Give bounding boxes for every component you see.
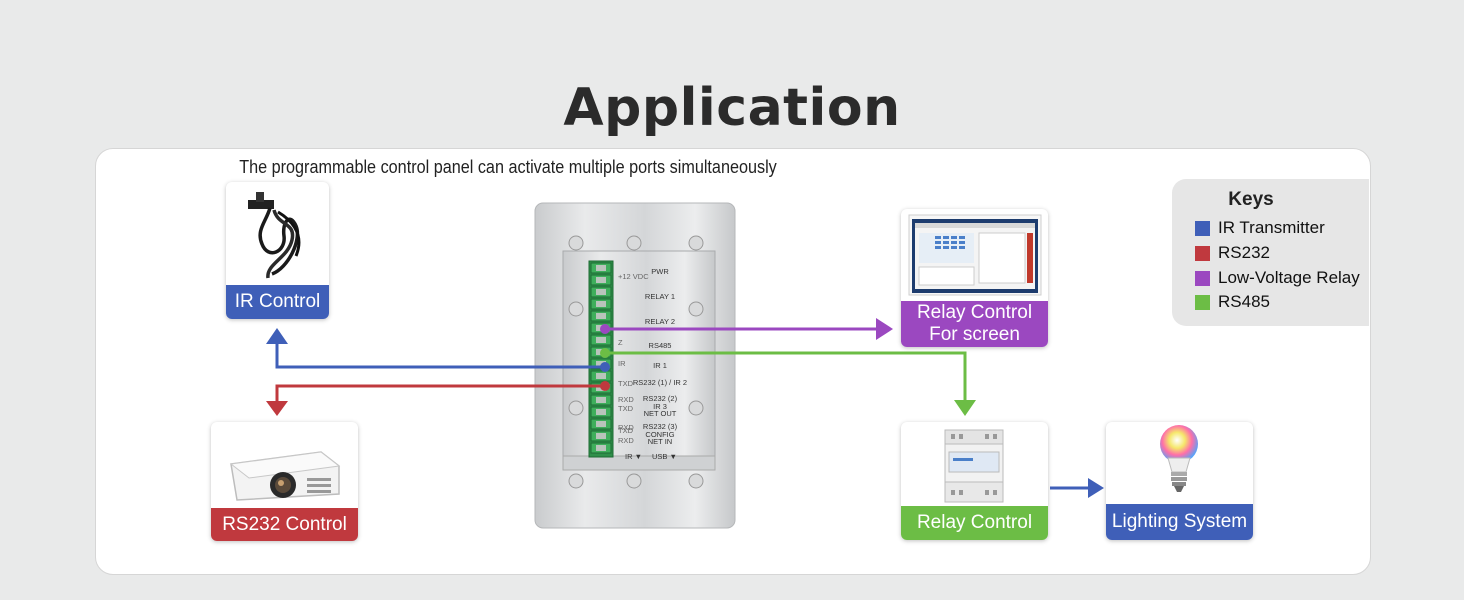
relay-to-lighting-arrowhead <box>1088 478 1104 498</box>
terminal-screw <box>596 289 606 295</box>
screw <box>568 301 584 317</box>
key-swatch <box>1195 220 1210 236</box>
terminal-screw <box>596 373 606 379</box>
key-label: Low-Voltage Relay <box>1218 268 1360 287</box>
key-item-relay: Low-Voltage Relay <box>1195 268 1360 288</box>
panel-pin-label: TXD <box>618 426 634 435</box>
key-label: RS485 <box>1218 292 1270 311</box>
panel-port-label: CONFIG <box>645 430 674 439</box>
panel-pin-label: +12 VDC <box>618 272 649 281</box>
panel-pin-label: TXD <box>618 379 634 388</box>
rs232-port-dot <box>600 381 610 391</box>
lighting-system-label: Lighting System <box>1106 504 1253 540</box>
ir-port-dot <box>600 362 610 372</box>
screw <box>688 473 704 489</box>
terminal-screw <box>596 421 606 427</box>
screw <box>688 235 704 251</box>
rs232-control-node: RS232 Control <box>211 422 358 541</box>
relay-arrowhead <box>876 318 893 340</box>
terminal-screw <box>596 445 606 451</box>
panel-port-label: PWR <box>651 267 669 276</box>
ir-emitter-cable-icon <box>248 192 301 279</box>
screen-icon <box>908 214 1042 296</box>
relay-screen-node: Relay Control For screen <box>901 209 1048 347</box>
terminal-screw <box>596 397 606 403</box>
light-bulb-icon <box>1160 425 1198 492</box>
panel-pin-label: TXD <box>618 404 634 413</box>
panel-port-label: RS485 <box>649 341 672 350</box>
terminal-screw <box>596 301 606 307</box>
terminal-screw <box>596 433 606 439</box>
rs232-arrowhead <box>266 401 288 416</box>
screw <box>688 400 704 416</box>
page-title: Application <box>563 78 901 138</box>
screw <box>568 473 584 489</box>
projector-icon <box>229 451 341 501</box>
panel-port-label: RELAY 1 <box>645 292 675 301</box>
ir-control-node: IR Control <box>226 182 329 319</box>
relay-screen-label: Relay Control For screen <box>901 301 1048 347</box>
rs485-port-dot <box>600 348 610 358</box>
keys-legend: Keys IR Transmitter RS232 Low-Voltage Re… <box>1172 179 1369 326</box>
relay-control-label: Relay Control <box>901 506 1048 540</box>
terminal-screw <box>596 409 606 415</box>
screw <box>688 301 704 317</box>
panel-pin-label: RXD <box>618 423 634 432</box>
diagram-subtitle: The programmable control panel can activ… <box>239 157 777 177</box>
keys-title: Keys <box>1228 189 1274 210</box>
ir-control-label: IR Control <box>226 285 329 319</box>
panel-bottom-left-label: IR ▼ <box>625 452 642 461</box>
screw <box>568 400 584 416</box>
din-relay-module-icon <box>944 429 1004 503</box>
panel-pin-label: Z <box>618 338 623 347</box>
panel-port-label: RS232 (2) <box>643 394 678 403</box>
relay-port-dot <box>600 324 610 334</box>
key-swatch <box>1195 294 1210 310</box>
screw <box>626 235 642 251</box>
key-swatch <box>1195 245 1210 261</box>
lighting-system-node: Lighting System <box>1106 422 1253 540</box>
panel-port-label: RELAY 2 <box>645 317 675 326</box>
panel-port-label: RS232 (1) / IR 2 <box>633 378 687 387</box>
panel-bottom-right-label: USB ▼ <box>652 452 677 461</box>
rs485-arrowhead <box>954 400 976 416</box>
key-label: RS232 <box>1218 243 1270 262</box>
key-item-rs232: RS232 <box>1195 243 1270 263</box>
key-item-ir: IR Transmitter <box>1195 218 1325 238</box>
screw <box>568 235 584 251</box>
ir-arrowhead <box>266 328 288 344</box>
relay-screen-label-line1: Relay Control <box>916 302 1033 323</box>
panel-port-label: NET IN <box>648 437 672 446</box>
key-swatch <box>1195 270 1210 286</box>
panel-port-label: RS232 (3) <box>643 422 678 431</box>
terminal-screw <box>596 313 606 319</box>
screw <box>626 473 642 489</box>
rs232-connection-line <box>275 384 603 402</box>
panel-port-label: IR 1 <box>653 361 667 370</box>
terminal-screw <box>596 337 606 343</box>
rs485-connection-line <box>603 351 967 402</box>
panel-pin-label: RXD <box>618 395 634 404</box>
panel-port-label: NET OUT <box>644 409 677 418</box>
relay-screen-label-line2: For screen <box>929 324 1020 345</box>
panel-pin-label: IR <box>618 359 626 368</box>
panel-port-label: IR 3 <box>653 402 667 411</box>
terminal-screw <box>596 265 606 271</box>
terminal-screw <box>596 277 606 283</box>
panel-pin-label: RXD <box>618 436 634 445</box>
relay-control-node: Relay Control <box>901 422 1048 540</box>
key-item-rs485: RS485 <box>1195 292 1270 312</box>
key-label: IR Transmitter <box>1218 218 1325 237</box>
ir-connection-line <box>275 343 603 369</box>
rs232-control-label: RS232 Control <box>211 508 358 541</box>
